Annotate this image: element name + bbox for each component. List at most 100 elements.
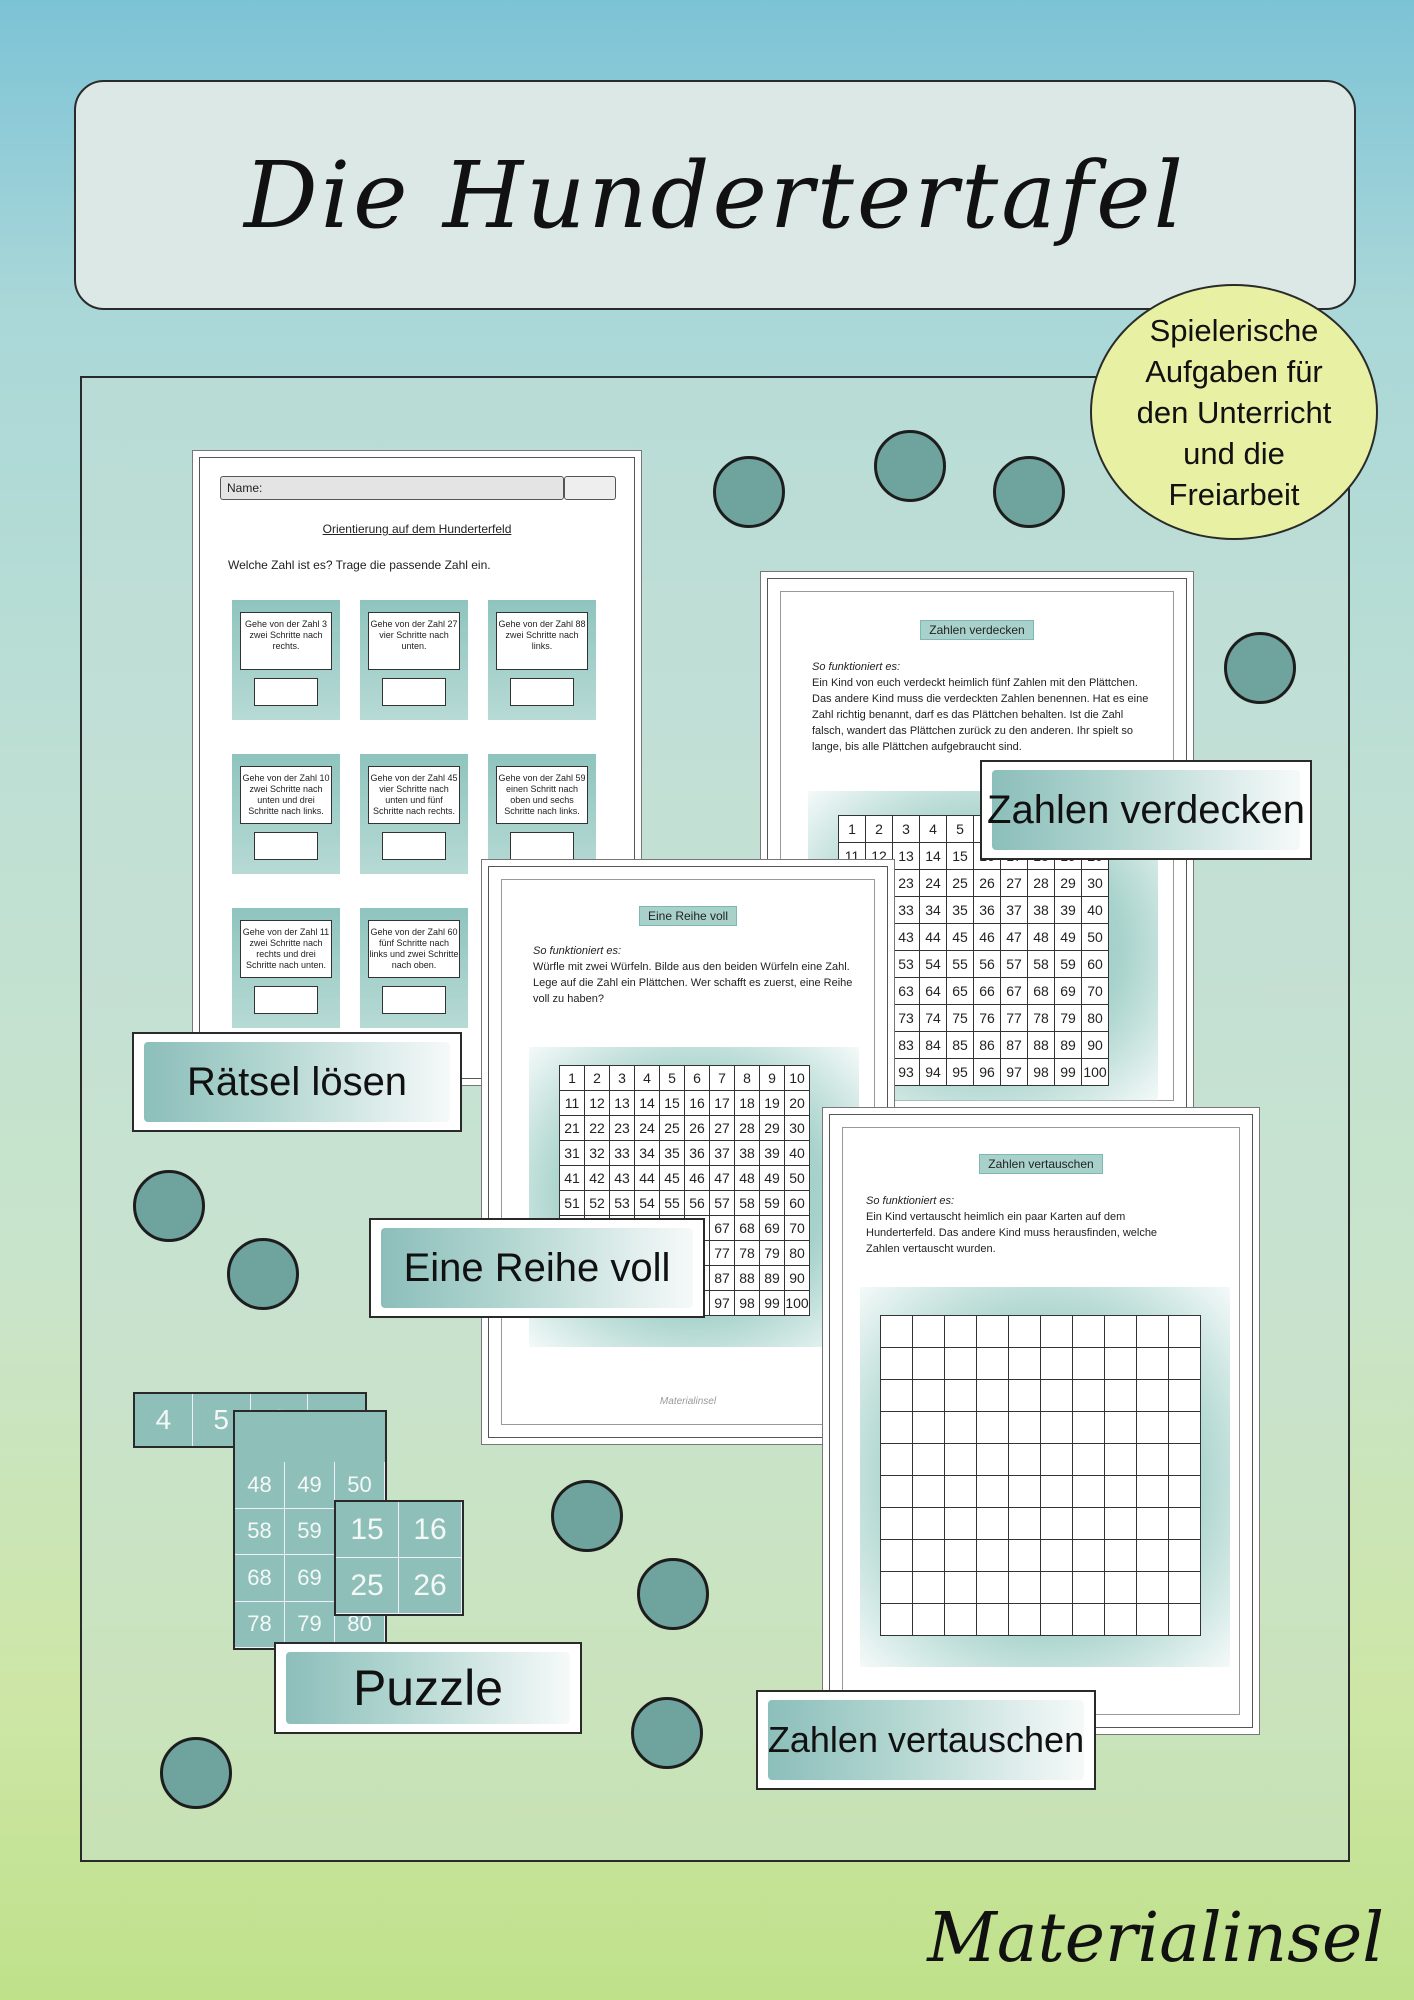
answer-box xyxy=(510,832,574,860)
grid-cell: 25 xyxy=(946,869,974,897)
grid-cell: 23 xyxy=(609,1115,635,1141)
grid-cell: 97 xyxy=(709,1290,735,1316)
page-title: Die Hundertertafel xyxy=(243,141,1187,249)
grid-cell: 59 xyxy=(1054,950,1082,978)
grid-cell xyxy=(1040,1603,1073,1636)
label-wash xyxy=(992,770,1300,850)
task-card: Gehe von der Zahl 60 fünf Schritte nach … xyxy=(360,908,468,1028)
grid-cell: 84 xyxy=(919,1031,947,1059)
counter-dot xyxy=(227,1238,299,1310)
answer-box xyxy=(254,678,318,706)
grid-cell xyxy=(1168,1347,1201,1380)
grid-cell: 1 xyxy=(838,815,866,843)
grid-cell: 49 xyxy=(1054,923,1082,951)
grid-cell xyxy=(1168,1411,1201,1444)
grid-cell xyxy=(1072,1603,1105,1636)
grid-cell xyxy=(1168,1571,1201,1604)
grid-cell: 98 xyxy=(734,1290,760,1316)
grid-cell xyxy=(1072,1315,1105,1348)
grid-cell xyxy=(1104,1571,1137,1604)
grid-cell xyxy=(1040,1315,1073,1348)
grid-cell: 53 xyxy=(609,1190,635,1216)
grid-cell: 9 xyxy=(759,1065,785,1091)
grid-cell xyxy=(1008,1571,1041,1604)
grid-cell: 30 xyxy=(784,1115,810,1141)
grid-cell: 54 xyxy=(919,950,947,978)
task-question: Gehe von der Zahl 60 fünf Schritte nach … xyxy=(368,920,460,978)
label-wash xyxy=(381,1228,693,1308)
grid-cell: 87 xyxy=(709,1265,735,1291)
grid-cell: 57 xyxy=(709,1190,735,1216)
task-card: Gehe von der Zahl 27 vier Schritte nach … xyxy=(360,600,468,720)
counter-dot xyxy=(713,456,785,528)
grid-cell: 41 xyxy=(559,1165,585,1191)
grid-cell xyxy=(944,1443,977,1476)
grid-cell xyxy=(1104,1475,1137,1508)
grid-cell xyxy=(1104,1539,1137,1572)
grid-cell: 88 xyxy=(1027,1031,1055,1059)
grid-cell: 74 xyxy=(919,1004,947,1032)
grid-cell xyxy=(976,1475,1009,1508)
puzzle-cell: 69 xyxy=(285,1555,335,1602)
answer-box xyxy=(382,678,446,706)
grid-cell xyxy=(880,1539,913,1572)
grid-cell xyxy=(1008,1347,1041,1380)
grid-cell: 19 xyxy=(759,1090,785,1116)
grid-cell xyxy=(912,1315,945,1348)
grid-cell: 20 xyxy=(784,1090,810,1116)
grid-cell: 79 xyxy=(759,1240,785,1266)
sheet-heading: Zahlen verdecken xyxy=(768,620,1186,640)
label-wash xyxy=(286,1652,570,1724)
grid-cell: 78 xyxy=(734,1240,760,1266)
logo-box xyxy=(564,476,616,500)
grid-cell xyxy=(944,1539,977,1572)
grid-cell: 33 xyxy=(609,1140,635,1166)
grid-cell: 26 xyxy=(973,869,1001,897)
grid-cell xyxy=(976,1507,1009,1540)
grid-cell: 65 xyxy=(946,977,974,1005)
grid-cell xyxy=(880,1603,913,1636)
puzzle-cell: 25 xyxy=(336,1558,399,1614)
task-card: Gehe von der Zahl 45 vier Schritte nach … xyxy=(360,754,468,874)
grid-cell xyxy=(1104,1443,1137,1476)
grid-cell xyxy=(912,1603,945,1636)
grid-cell xyxy=(1008,1539,1041,1572)
grid-cell: 2 xyxy=(584,1065,610,1091)
grid-cell: 24 xyxy=(919,869,947,897)
sheet-intro: So funktioniert es: xyxy=(533,945,622,957)
grid-cell: 49 xyxy=(759,1165,785,1191)
grid-cell xyxy=(976,1539,1009,1572)
empty-hundred-grid xyxy=(880,1315,1201,1636)
grid-cell: 75 xyxy=(946,1004,974,1032)
grid-cell xyxy=(1040,1411,1073,1444)
grid-cell xyxy=(944,1507,977,1540)
sheet-eine-reihe-voll: Eine Reihe voll So funktioniert es: Würf… xyxy=(488,866,888,1438)
grid-cell xyxy=(880,1379,913,1412)
grid-cell: 100 xyxy=(1081,1058,1109,1086)
grid-cell: 35 xyxy=(946,896,974,924)
puzzle-cell: 15 xyxy=(336,1502,399,1558)
task-question: Gehe von der Zahl 3 zwei Schritte nach r… xyxy=(240,612,332,670)
grid-cell: 25 xyxy=(659,1115,685,1141)
grid-cell: 53 xyxy=(892,950,920,978)
badge-line: den Unterricht xyxy=(1136,394,1332,430)
grid-cell: 8 xyxy=(734,1065,760,1091)
counter-dot xyxy=(133,1170,205,1242)
grid-cell: 45 xyxy=(659,1165,685,1191)
sheet-text: Ein Kind von euch verdeckt heimlich fünf… xyxy=(812,677,1149,753)
grid-cell xyxy=(880,1507,913,1540)
puzzle-cell: 78 xyxy=(235,1601,285,1648)
grid-cell: 87 xyxy=(1000,1031,1028,1059)
counter-dot xyxy=(993,456,1065,528)
grid-cell: 98 xyxy=(1027,1058,1055,1086)
task-card: Gehe von der Zahl 3 zwei Schritte nach r… xyxy=(232,600,340,720)
grid-cell xyxy=(1072,1411,1105,1444)
grid-cell: 95 xyxy=(946,1058,974,1086)
grid-cell xyxy=(1104,1411,1137,1444)
grid-cell: 16 xyxy=(684,1090,710,1116)
name-field: Name: xyxy=(220,476,564,500)
grid-cell: 24 xyxy=(634,1115,660,1141)
grid-cell: 7 xyxy=(709,1065,735,1091)
grid-cell: 37 xyxy=(709,1140,735,1166)
counter-dot xyxy=(637,1558,709,1630)
